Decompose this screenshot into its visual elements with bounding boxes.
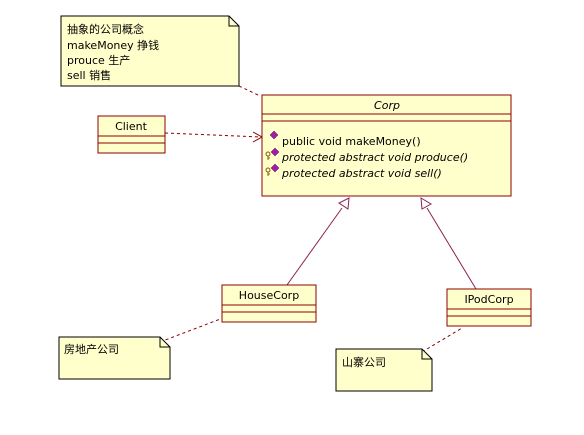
note-anchor-house — [159, 317, 224, 343]
note-house-text: 房地产公司 — [64, 342, 119, 356]
protected-method-icon — [265, 163, 280, 176]
note-anchor-top — [238, 85, 259, 96]
note-ipod-text: 山寨公司 — [342, 355, 386, 369]
generalization-housecorp-corp — [286, 197, 350, 286]
note-real-estate-company: 房地产公司 — [58, 336, 171, 380]
generalization-ipodcorp-corp — [420, 197, 477, 290]
class-client-name: Client — [115, 120, 148, 133]
protected-method-icon — [265, 147, 280, 160]
method-produce: protected abstract void produce() — [281, 151, 468, 164]
dependency-client-corp — [164, 131, 264, 143]
class-ipodcorp[interactable]: IPodCorp — [446, 288, 532, 327]
note-line-2: makeMoney 挣钱 — [67, 38, 159, 52]
class-corp-name: Corp — [374, 99, 400, 112]
public-method-icon — [269, 130, 279, 140]
method-make-money: public void makeMoney() — [282, 135, 421, 148]
class-housecorp-name: HouseCorp — [239, 289, 299, 302]
note-line-4: sell 销售 — [67, 68, 111, 82]
method-sell: protected abstract void sell() — [281, 167, 442, 180]
class-housecorp[interactable]: HouseCorp — [221, 284, 317, 323]
class-client[interactable]: Client — [97, 115, 166, 154]
note-abstract-company: 抽象的公司概念 makeMoney 挣钱 prouce 生产 sell 销售 — [60, 15, 240, 87]
note-line-1: 抽象的公司概念 — [67, 22, 144, 36]
note-copycat-company: 山寨公司 — [335, 348, 433, 392]
class-ipodcorp-name: IPodCorp — [464, 293, 513, 306]
note-line-3: prouce 生产 — [67, 53, 130, 67]
note-anchor-ipod — [421, 327, 463, 353]
class-corp[interactable]: Corp public void makeMoney() protected a… — [261, 94, 512, 197]
